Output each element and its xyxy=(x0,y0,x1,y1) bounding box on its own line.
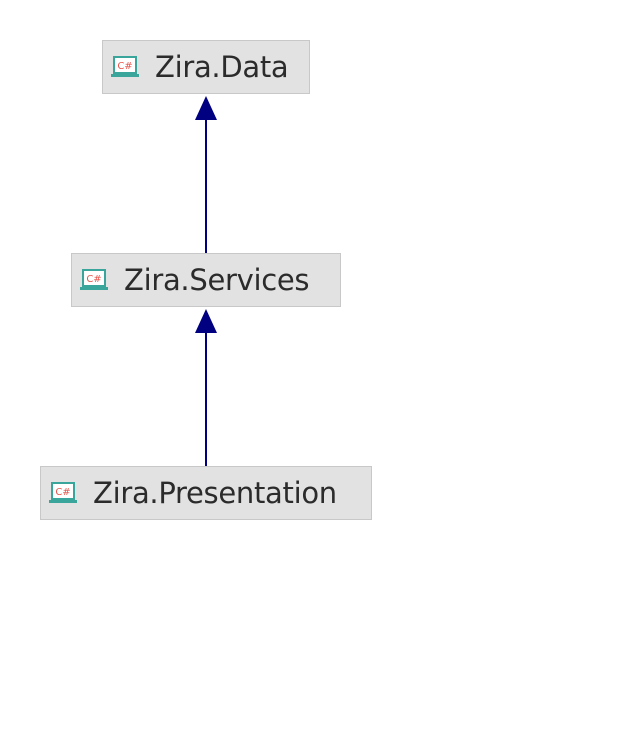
svg-text:C#: C# xyxy=(55,487,70,498)
node-label: Zira.Data xyxy=(155,50,289,84)
project-node-zira-data[interactable]: C# Zira.Data xyxy=(102,40,310,94)
arrowhead-icon xyxy=(195,96,217,120)
csharp-project-icon: C# xyxy=(80,269,108,290)
arrowhead-icon xyxy=(195,309,217,333)
edge-presentation-to-services xyxy=(195,309,217,466)
node-label: Zira.Services xyxy=(124,263,310,297)
node-label: Zira.Presentation xyxy=(93,476,337,510)
csharp-project-icon: C# xyxy=(49,482,77,503)
project-node-zira-presentation[interactable]: C# Zira.Presentation xyxy=(40,466,372,520)
svg-text:C#: C# xyxy=(86,274,101,285)
svg-text:C#: C# xyxy=(117,61,132,72)
csharp-project-icon: C# xyxy=(111,56,139,77)
project-node-zira-services[interactable]: C# Zira.Services xyxy=(71,253,341,307)
edge-services-to-data xyxy=(195,96,217,253)
